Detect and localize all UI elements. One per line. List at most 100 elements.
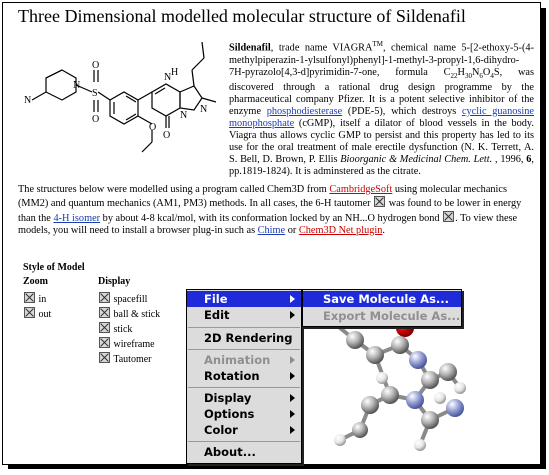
atom-o: O bbox=[92, 114, 99, 125]
stick-icon bbox=[99, 322, 110, 333]
display-wireframe-button[interactable]: wireframe bbox=[98, 337, 155, 350]
menu-label: File bbox=[204, 292, 228, 306]
display-label: spacefill bbox=[113, 294, 148, 305]
zoom-out-icon bbox=[24, 307, 35, 318]
intro-text: (PDE-5), which destroys bbox=[342, 105, 462, 117]
menu-item-2d-rendering[interactable]: 2D Rendering bbox=[187, 330, 301, 346]
menu-label: Color bbox=[204, 423, 238, 437]
ball-stick-icon bbox=[99, 307, 110, 318]
frame-shadow bbox=[541, 8, 546, 467]
cambridgesoft-link[interactable]: CambridgeSoft bbox=[329, 184, 393, 195]
menu-label: Display bbox=[204, 391, 252, 405]
formula-element: S bbox=[493, 66, 500, 78]
modelling-paragraph: The structures below were modelled using… bbox=[18, 184, 536, 237]
formula-element: N bbox=[471, 66, 480, 78]
display-stick-button[interactable]: stick bbox=[98, 322, 132, 335]
para-text: The structures below were modelled using… bbox=[18, 184, 330, 195]
intro-paragraph: Sildenafil, trade name VIAGRATM, chemica… bbox=[229, 38, 534, 179]
display-tautomer-button[interactable]: Tautomer bbox=[98, 352, 152, 365]
formula-element: O bbox=[482, 66, 491, 78]
atom-h: H bbox=[171, 67, 178, 78]
4h-isomer-link[interactable]: 4-H isomer bbox=[53, 212, 101, 224]
tautomer-model-button-icon[interactable] bbox=[374, 196, 386, 208]
formula-subscript: 30 bbox=[464, 71, 472, 80]
menu-separator bbox=[188, 349, 300, 350]
para-text: was found to be lower in energy than the bbox=[18, 198, 522, 224]
submenu-arrow-icon bbox=[290, 426, 295, 434]
wireframe-icon bbox=[99, 337, 110, 348]
display-spacefill-button[interactable]: spacefill bbox=[98, 292, 147, 305]
submenu-arrow-icon bbox=[290, 394, 295, 402]
display-label: stick bbox=[113, 324, 133, 335]
menu-item-rotation[interactable]: Rotation bbox=[187, 368, 301, 384]
atom-n: N bbox=[73, 80, 80, 91]
menu-item-edit[interactable]: Edit bbox=[187, 307, 301, 323]
menu-item-options[interactable]: Options bbox=[187, 406, 301, 422]
menu-label: About... bbox=[204, 445, 256, 459]
phosphodiesterase-link[interactable]: phosphodiesterase bbox=[266, 105, 343, 117]
display-label: Tautomer bbox=[113, 354, 152, 365]
journal-volume: 6 bbox=[526, 154, 532, 166]
para-text: by about 4-8 kcal/mol, with its conforma… bbox=[100, 212, 443, 224]
menu-label: Save Molecule As... bbox=[323, 292, 450, 306]
display-ball-stick-button[interactable]: ball & stick bbox=[98, 307, 160, 320]
atom-s: S bbox=[92, 88, 98, 99]
zoom-heading: Zoom bbox=[23, 276, 48, 287]
menu-item-color[interactable]: Color bbox=[187, 422, 301, 438]
para-text: using molecular mechanics (MM2) and quan… bbox=[18, 184, 507, 210]
journal-name: Bioorganic & Medicinal Chem. Lett. bbox=[340, 154, 493, 166]
menu-separator bbox=[188, 327, 300, 328]
intro-text: , 1996, bbox=[492, 154, 527, 166]
menu-label: Animation bbox=[204, 353, 271, 367]
menu-separator bbox=[188, 441, 300, 442]
menu-label: Export Molecule As... bbox=[323, 309, 461, 323]
trademark: TM bbox=[372, 40, 383, 48]
menu-label: Options bbox=[204, 407, 255, 421]
spacefill-icon bbox=[99, 292, 110, 303]
atom-n: N bbox=[24, 95, 31, 106]
para-text: . bbox=[382, 224, 385, 236]
compound-name: Sildenafil bbox=[229, 42, 271, 54]
zoom-out-button[interactable]: out bbox=[23, 307, 51, 320]
menu-item-export-molecule-as: Export Molecule As... bbox=[303, 308, 461, 324]
menu-item-display[interactable]: Display bbox=[187, 390, 301, 406]
chem3d-net-plugin-link[interactable]: Chem3D Net plugin bbox=[298, 224, 383, 236]
submenu-arrow-icon bbox=[290, 311, 295, 319]
cgmp-link[interactable]: cyclic guanosine monophosphate bbox=[229, 105, 534, 130]
atom-o: O bbox=[163, 130, 170, 141]
zoom-in-icon bbox=[24, 292, 35, 303]
submenu-arrow-icon bbox=[290, 410, 295, 418]
menu-item-save-molecule-as[interactable]: Save Molecule As... bbox=[303, 291, 461, 307]
menu-label: 2D Rendering bbox=[204, 331, 293, 345]
formula-element: H bbox=[457, 66, 465, 78]
tautomer-icon bbox=[99, 352, 110, 363]
menu-item-animation: Animation bbox=[187, 352, 301, 368]
chime-link[interactable]: Chime bbox=[257, 224, 286, 236]
zoom-in-button[interactable]: in bbox=[23, 292, 46, 305]
atom-n: N bbox=[164, 72, 171, 83]
display-label: ball & stick bbox=[113, 309, 161, 320]
submenu-arrow-icon bbox=[290, 356, 295, 364]
hydrogen-bond-button-icon[interactable] bbox=[443, 210, 455, 222]
atom-n: N bbox=[180, 110, 187, 121]
context-menu: File Edit 2D Rendering Animation Rotatio… bbox=[186, 289, 302, 464]
formula-subscript: 22 bbox=[450, 71, 458, 80]
intro-text: , trade name VIAGRA bbox=[270, 42, 373, 54]
para-text: . To view these models, you will need to… bbox=[18, 212, 518, 236]
intro-text: (cGMP), itself a dilator of blood vessel… bbox=[229, 118, 534, 166]
zoom-out-label: out bbox=[38, 309, 52, 320]
intro-text: , pp.1819-1824). It is adminstered as th… bbox=[229, 154, 534, 178]
atom-n: N bbox=[200, 104, 207, 115]
intro-text: , was discovered through a rational drug… bbox=[229, 66, 534, 117]
menu-item-file[interactable]: File bbox=[187, 291, 301, 307]
sildenafil-2d-structure-diagram: N N S O O O O N H N N bbox=[24, 41, 217, 153]
intro-text: , chemical name 5-[2-ethoxy-5-(4-methylp… bbox=[229, 42, 534, 78]
formula-subscript: 6 bbox=[479, 71, 483, 80]
atom-o: O bbox=[149, 122, 156, 133]
display-heading: Display bbox=[98, 276, 131, 287]
menu-item-about[interactable]: About... bbox=[187, 444, 301, 460]
submenu-arrow-icon bbox=[290, 372, 295, 380]
zoom-in-label: in bbox=[38, 294, 47, 305]
style-of-model-heading: Style of Model bbox=[23, 262, 85, 273]
submenu-arrow-icon bbox=[290, 295, 295, 303]
